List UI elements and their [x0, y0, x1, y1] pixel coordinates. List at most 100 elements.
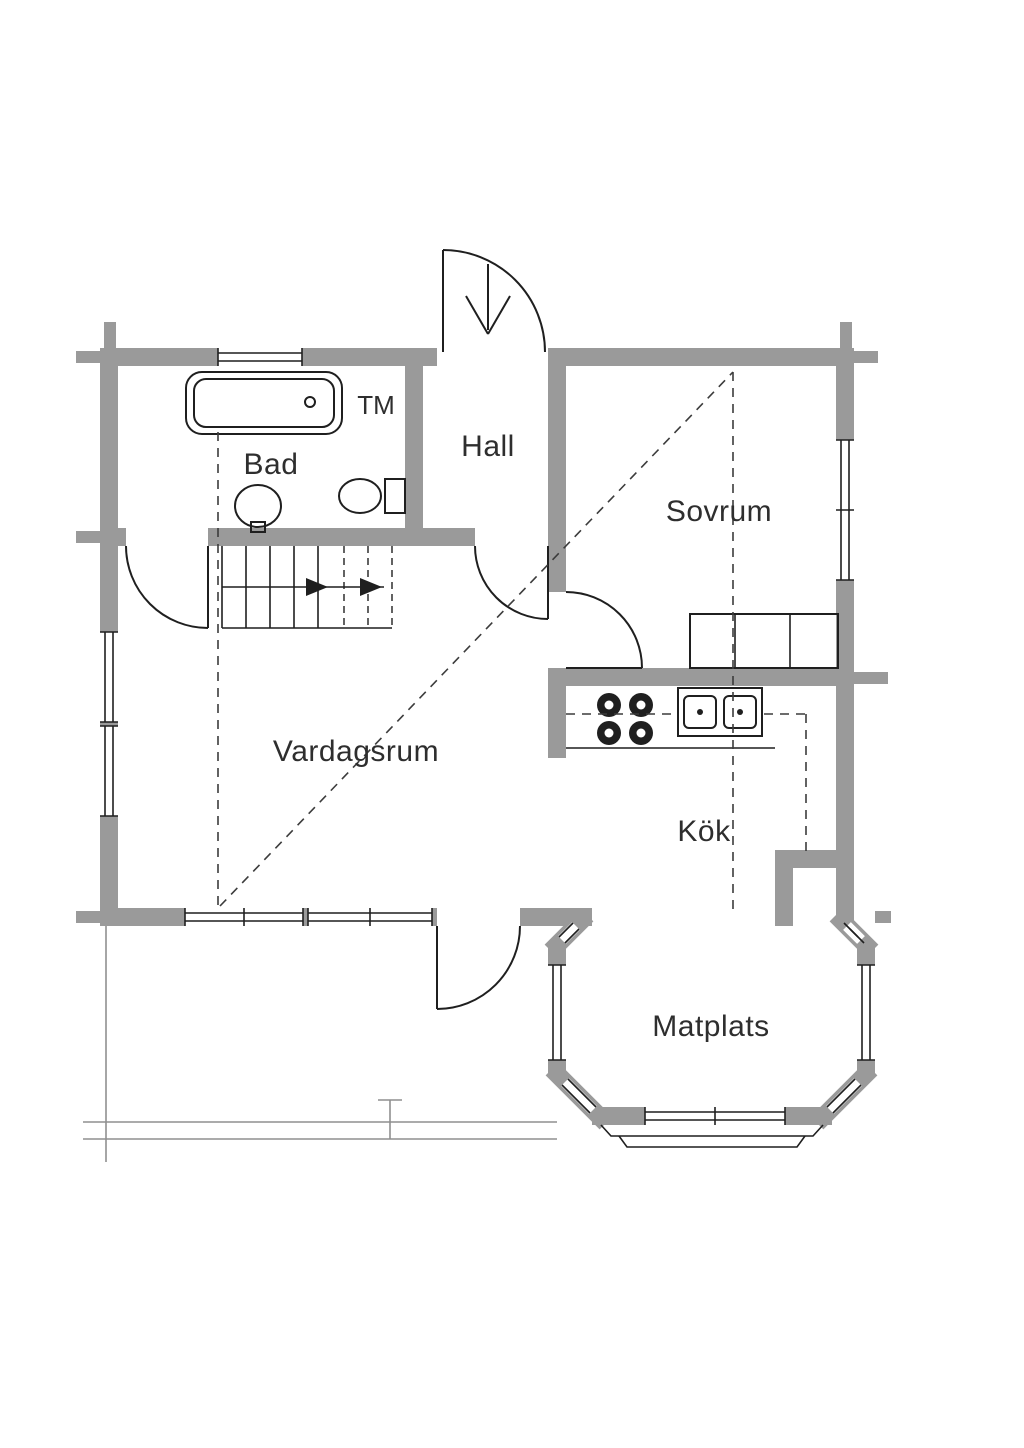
room-label-kok: Kök	[677, 815, 731, 848]
window-glass	[857, 965, 875, 1060]
log-end	[76, 531, 100, 543]
wall-segment	[775, 850, 793, 926]
log-end	[854, 672, 888, 684]
sill-step	[618, 1135, 806, 1148]
kitchen-sink	[677, 687, 763, 737]
entrance-door	[442, 249, 546, 353]
wall-segment	[548, 668, 854, 686]
wardrobe	[689, 613, 839, 669]
dashed-line-diagonal	[219, 371, 734, 907]
window-glass	[100, 632, 118, 722]
bay-corner-window	[843, 922, 865, 944]
entry-arrow-head	[465, 295, 489, 335]
toilet-bowl	[338, 478, 382, 514]
log-end	[854, 351, 878, 363]
window-line	[567, 1078, 597, 1108]
wall-segment	[548, 348, 854, 366]
wall-segment	[548, 546, 566, 592]
window-glass	[548, 965, 566, 1060]
window-line	[564, 928, 580, 944]
window-line	[832, 1084, 862, 1114]
sink-drain	[737, 709, 743, 715]
log-end	[76, 911, 100, 923]
window	[548, 964, 566, 1061]
log-end	[875, 911, 891, 923]
window	[100, 725, 118, 817]
window-line	[826, 1078, 856, 1108]
window-glass	[826, 1078, 862, 1114]
door-swing-arc	[125, 545, 209, 629]
bay-corner-window	[561, 1078, 597, 1114]
room-label-tm: TM	[357, 390, 395, 420]
washbasin	[234, 484, 282, 528]
bathtub-drain	[304, 396, 316, 408]
log-end	[840, 322, 852, 348]
sink-basin	[683, 695, 717, 729]
sill-step	[600, 1124, 824, 1137]
stove	[597, 693, 653, 745]
bay-corner-window	[826, 1078, 862, 1114]
door-swing-arc	[436, 925, 521, 1010]
log-end	[104, 322, 116, 348]
window	[857, 964, 875, 1061]
wall-segment	[775, 850, 854, 868]
dashed-lines	[217, 371, 807, 912]
door-swing-arc	[442, 249, 546, 353]
window	[836, 439, 854, 581]
room-label-vardagsrum: Vardagsrum	[273, 735, 439, 768]
bathtub	[185, 371, 343, 435]
stair-direction-arrow	[306, 578, 328, 596]
terrace-door	[436, 925, 521, 1010]
room-label-bad: Bad	[244, 448, 299, 481]
stove-burner-center	[604, 700, 614, 710]
entry-arrow-head	[487, 295, 511, 335]
bathroom-door	[125, 545, 209, 629]
wall-segment	[100, 528, 126, 546]
room-labels: TM Bad Hall Sovrum Vardagsrum Kök Matpla…	[244, 390, 772, 1043]
bedroom-door	[565, 591, 643, 669]
stair-direction-arrow	[360, 578, 382, 596]
log-end	[76, 351, 100, 363]
window	[100, 631, 118, 723]
toilet-tank	[384, 478, 406, 514]
doors	[125, 249, 643, 1010]
stove-burner-center	[636, 700, 646, 710]
wall-segment	[548, 348, 566, 546]
door-swing-arc	[565, 591, 643, 669]
window-line	[849, 928, 865, 944]
terrace-deck	[83, 926, 557, 1162]
wardrobe-outline	[689, 613, 839, 669]
hall-door	[474, 545, 549, 620]
door-swing-arc	[474, 545, 549, 620]
wall-segment	[208, 528, 475, 546]
window	[644, 1107, 786, 1125]
window-glass	[218, 348, 302, 366]
sink-drain	[697, 709, 703, 715]
room-label-matplats: Matplats	[652, 1010, 769, 1043]
window	[184, 908, 304, 926]
window-line	[558, 922, 574, 938]
kitchen-fixtures	[566, 687, 775, 749]
wall-segment	[548, 668, 566, 758]
bay-sill-steps	[600, 1124, 824, 1148]
bathtub-inner	[193, 378, 335, 428]
room-label-hall: Hall	[461, 430, 515, 463]
window-glass	[558, 922, 580, 944]
stove-burner-center	[636, 728, 646, 738]
wall-segment	[405, 366, 423, 528]
sink-outline	[677, 687, 763, 737]
staircase	[221, 546, 393, 629]
window-line	[561, 1084, 591, 1114]
washbasin-pedestal	[250, 521, 266, 533]
window-glass	[561, 1078, 597, 1114]
entry-arrow	[465, 264, 511, 335]
bathroom-fixtures	[185, 371, 406, 533]
bay-corner-window	[558, 922, 580, 944]
window	[217, 348, 303, 366]
sink-basin	[723, 695, 757, 729]
window-glass	[100, 726, 118, 816]
windows	[100, 348, 875, 1125]
window	[307, 908, 433, 926]
